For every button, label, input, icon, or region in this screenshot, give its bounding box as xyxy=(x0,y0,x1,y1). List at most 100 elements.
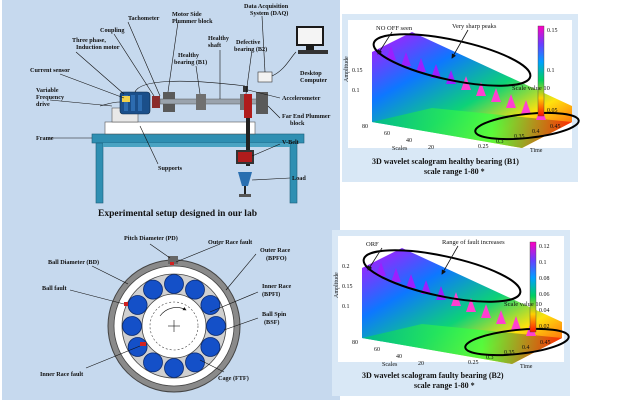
label-vbelt: V-Belt xyxy=(282,139,300,146)
label-load: Load xyxy=(292,175,306,182)
surface-peak xyxy=(476,82,486,96)
highlight-ellipse-top xyxy=(362,249,522,303)
v-belt xyxy=(236,94,254,166)
surface-peak xyxy=(421,280,431,294)
surface-peak xyxy=(506,94,516,108)
surface-peak xyxy=(386,46,396,60)
outer-race-fault-dot xyxy=(170,262,174,265)
inner-race-fault-dot xyxy=(140,342,146,346)
highlight-ellipse-top xyxy=(372,33,532,87)
y-tick-label: 60 xyxy=(384,131,390,137)
annotation-3: Scale value 10 xyxy=(504,301,542,308)
label-inner-race-fault: Inner Race fault xyxy=(40,371,84,378)
label-defective-bearing-2: bearing (B2) xyxy=(234,46,267,53)
colorbar-tick-label: 0.02 xyxy=(539,324,550,330)
scalogram-faulty: 0.120.10.080.060.040.020.10.150.2Amplitu… xyxy=(332,230,570,396)
surface-peak xyxy=(376,262,386,276)
load xyxy=(238,172,252,197)
daq-cable xyxy=(271,51,297,77)
bearing-labels: Pitch Diameter (PD) Outer Race fault Bal… xyxy=(40,235,292,382)
x-tick-label: 0.35 xyxy=(514,134,525,140)
rotation-arrow xyxy=(159,306,187,317)
label-motor-block: Motor Side xyxy=(172,11,202,18)
surface-peak xyxy=(391,268,401,282)
label-daq-1: Data Acquisition xyxy=(244,3,289,10)
z-tick-label: 0.15 xyxy=(342,284,353,290)
annotation-1: NO OFF seen xyxy=(376,25,413,32)
colorbar xyxy=(537,25,545,117)
ball xyxy=(185,279,205,300)
surface-peak xyxy=(466,298,476,312)
label-tachometer: Tachometer xyxy=(128,15,160,22)
colorbar-tick-label: 0.04 xyxy=(539,308,550,314)
y-tick-label: 20 xyxy=(428,145,434,151)
vfd-cable xyxy=(99,101,121,107)
z-axis-label: Amplitude xyxy=(334,272,340,298)
y-tick-label: 80 xyxy=(352,340,358,346)
x-tick-label: 0.3 xyxy=(486,355,494,361)
label-ball-diameter: Ball Diameter (BD) xyxy=(48,259,99,266)
z-tick-label: 0.15 xyxy=(352,68,363,74)
label-healthy-bearing: Healthy xyxy=(178,52,200,59)
z-axis-label: Amplitude xyxy=(344,56,350,82)
label-cage: Cage (FTF) xyxy=(218,375,249,382)
label-ball-fault: Ball fault xyxy=(42,285,68,292)
y-tick-label: 20 xyxy=(418,361,424,367)
label-vfd-3: drive xyxy=(36,101,50,108)
label-healthy-shaft-2: shaft xyxy=(208,42,222,49)
ball-fault-dot xyxy=(124,302,128,306)
x-tick-label: 0.3 xyxy=(496,139,504,145)
annotation-arrow xyxy=(441,245,459,275)
setup-background xyxy=(2,0,340,228)
ball xyxy=(122,316,142,336)
label-vfd: Variable xyxy=(36,87,59,94)
x-tick-label: 0.45 xyxy=(540,340,551,346)
desktop-computer xyxy=(296,26,328,54)
x-tick-label: 0.4 xyxy=(522,345,530,351)
colorbar xyxy=(529,241,537,333)
y-tick-label: 80 xyxy=(362,124,368,130)
outer-race-fault-mark xyxy=(168,256,178,264)
surface-peak xyxy=(416,58,426,72)
label-inner-race-1: Inner Race xyxy=(262,283,292,290)
chart-caption-2: scale range 1-80 * xyxy=(424,167,485,176)
coupling xyxy=(152,96,160,108)
label-ball-spin-1: Ball Spin xyxy=(262,311,287,318)
label-defective-bearing: Defective xyxy=(236,39,261,46)
z-tick-label: 0.2 xyxy=(342,264,350,270)
x-tick-label: 0.45 xyxy=(550,124,561,130)
annotation-2: Range of fault increases xyxy=(442,239,505,246)
ball xyxy=(127,295,148,315)
colorbar-tick-label: 0.15 xyxy=(547,28,558,34)
colorbar-tick-label: 0.06 xyxy=(539,292,550,298)
surface-peak xyxy=(491,88,501,102)
label-motor: Three phase, xyxy=(72,37,106,44)
highlight-ellipse-bottom xyxy=(464,327,570,357)
annotation-2: Very sharp peaks xyxy=(452,23,497,30)
current-sensor xyxy=(122,96,130,102)
x-tick-label: 0.35 xyxy=(504,350,515,356)
label-healthy-bearing-2: bearing (B1) xyxy=(174,59,207,66)
setup-panel: Data Acquisition Tachometer Motor Side P… xyxy=(2,0,340,228)
surface-peak xyxy=(481,304,491,318)
annotation-arrow xyxy=(377,31,393,55)
induction-motor xyxy=(119,91,151,115)
colorbar-tick-label: 0.12 xyxy=(539,244,550,250)
rolling-elements xyxy=(122,274,226,378)
setup-caption: Experimental setup designed in our lab xyxy=(98,209,257,219)
x-axis-label: Time xyxy=(530,148,543,154)
sensor-cable xyxy=(134,80,246,93)
accelerometer xyxy=(243,86,248,92)
label-ball-spin-2: (BSF) xyxy=(264,319,279,326)
scalogram-healthy: 0.150.10.050.10.15Amplitude80604020Scale… xyxy=(342,14,580,182)
z-tick-label: 0.1 xyxy=(342,304,350,310)
surface-peak xyxy=(521,100,531,114)
daq-box xyxy=(257,71,273,83)
label-motor-block-2: Plummer block xyxy=(172,18,213,25)
annotation-1: ORF xyxy=(366,241,379,248)
setup-labels: Data Acquisition Tachometer Motor Side P… xyxy=(30,3,331,182)
ball xyxy=(143,279,163,300)
label-desktop: Desktop xyxy=(300,70,322,77)
